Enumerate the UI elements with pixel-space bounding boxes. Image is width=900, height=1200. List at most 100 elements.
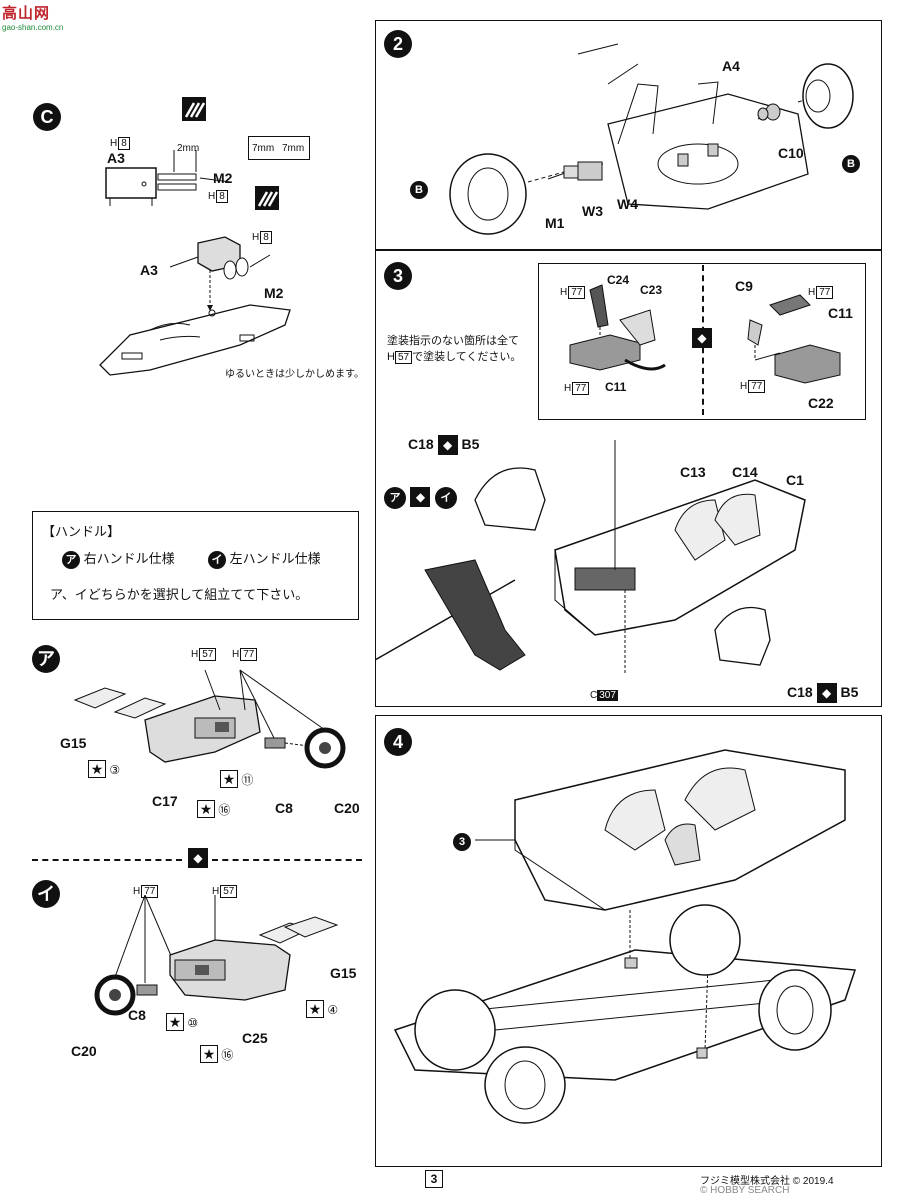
page-number: 3 [425, 1170, 443, 1188]
step2-panel [375, 20, 882, 250]
handle-title: 【ハンドル】 [42, 524, 121, 539]
inset-part-c22: C22 [808, 395, 834, 411]
step2-part-a4: A4 [722, 58, 740, 74]
step2-part-w3: W3 [582, 203, 603, 219]
ruler-box [248, 136, 310, 160]
opta-star-11: ★ ⑪ [220, 770, 253, 788]
opti-part-c20: C20 [71, 1043, 97, 1059]
dim-7mm-2: 7mm [282, 143, 305, 154]
opta-dashboard-drawing [73, 669, 346, 769]
dim-7mm-1: 7mm [252, 143, 275, 154]
footer-copyright: フジミ模型株式会社 © 2019.4 [700, 1176, 834, 1187]
option-divider-left [32, 859, 182, 861]
opta-part-c17: C17 [152, 793, 178, 809]
star-icon: ★ [166, 1013, 184, 1031]
star-icon: ★ [220, 770, 238, 788]
option-i-text: 左ハンドル仕様 [229, 551, 321, 566]
swap-icon: ◆ [188, 848, 208, 868]
handle-option-i: イ 左ハンドル仕様 [208, 548, 321, 569]
opti-part-c8: C8 [128, 1007, 146, 1023]
opti-star-16: ★ ⑯ [200, 1045, 233, 1063]
opti-dashboard-drawing [94, 895, 339, 1016]
handle-selection-box [32, 511, 359, 620]
opti-part-c25: C25 [242, 1030, 268, 1046]
leader-m2 [199, 177, 231, 183]
option-i-mark: イ [208, 551, 226, 569]
inset-part-c23: C23 [640, 283, 663, 297]
step2-chassis-drawing [449, 43, 854, 235]
step2-part-m1: M1 [545, 215, 565, 231]
option-a-text: 右ハンドル仕様 [83, 551, 175, 566]
opta-part-g15: G15 [60, 735, 87, 751]
inset-part-c9: C9 [735, 278, 753, 294]
footer-watermark: © HOBBY SEARCH [700, 1185, 790, 1196]
stepc-floor-drawing [99, 236, 291, 376]
star-icon: ★ [88, 760, 106, 778]
inset-part-c11-b: C11 [828, 305, 853, 321]
step3-note-line1: 塗装指示のない箇所は全て [387, 335, 519, 347]
option-a-mark: ア [62, 551, 80, 569]
inset-part-c24: C24 [607, 273, 630, 287]
site-watermark: 高山网 gao-shan.com.cn [2, 2, 63, 32]
opta-star-16: ★ ⑯ [197, 800, 230, 818]
opti-star-10: ★ ⑩ [166, 1013, 198, 1031]
watermark-brand: 高山网 [2, 5, 51, 22]
step3-panel [375, 250, 882, 707]
step2-b-left: B [410, 180, 428, 199]
step4-ref-3: 3 [453, 832, 471, 851]
paint-chip-icon-2 [255, 186, 279, 210]
step4-marker: 4 [384, 728, 412, 756]
inset-part-c11-a: C11 [605, 380, 627, 394]
swap-icon: ◆ [816, 683, 837, 703]
watermark-url: gao-shan.com.cn [2, 23, 64, 32]
step2-part-w4: W4 [617, 196, 638, 212]
star-icon: ★ [306, 1000, 324, 1018]
step2-part-c10: C10 [778, 145, 804, 161]
star-icon: ★ [197, 800, 215, 818]
step4-assembly-drawing [393, 749, 857, 1124]
swap-icon: ◆ [437, 435, 458, 455]
a3-part-drawing [105, 150, 197, 206]
opta-star-3: ★ ③ [88, 760, 120, 778]
step3-marker: 3 [384, 262, 412, 290]
step3-part-c18-bottom: C18 ◆ B5 [787, 683, 858, 703]
step3-part-c13: C13 [680, 464, 706, 480]
step3-part-c1: C1 [786, 472, 804, 488]
part-label-a3: A3 [107, 150, 125, 166]
step3-inset-box [538, 263, 866, 420]
step3-part-c18-top: C18 ◆ B5 [408, 435, 479, 455]
option-i-marker: イ [32, 880, 60, 908]
step3-part-c14: C14 [732, 464, 758, 480]
step-c-marker: C [33, 103, 61, 131]
opti-star-4: ★ ④ [306, 1000, 338, 1018]
opta-part-c8: C8 [275, 800, 293, 816]
part-label-m2-assembly: M2 [264, 285, 284, 301]
step4-panel [375, 715, 882, 1167]
stepc-note: ゆるいときは少しかしめます。 [225, 369, 364, 380]
opta-part-c20: C20 [334, 800, 360, 816]
option-a-marker: ア [32, 645, 60, 673]
step2-b-right: B [842, 154, 860, 173]
step3-interior-drawing [375, 440, 806, 675]
step2-marker: 2 [384, 30, 412, 58]
handle-option-a: ア 右ハンドル仕様 [62, 548, 175, 569]
option-divider-right [212, 859, 362, 861]
step3-a-i-option: ア ◆ イ [384, 487, 457, 509]
part-label-a3-assembly: A3 [140, 262, 158, 278]
paint-chip-icon [182, 97, 206, 121]
inset-console-drawing [569, 284, 841, 384]
dim-2mm: 2mm [177, 143, 200, 154]
